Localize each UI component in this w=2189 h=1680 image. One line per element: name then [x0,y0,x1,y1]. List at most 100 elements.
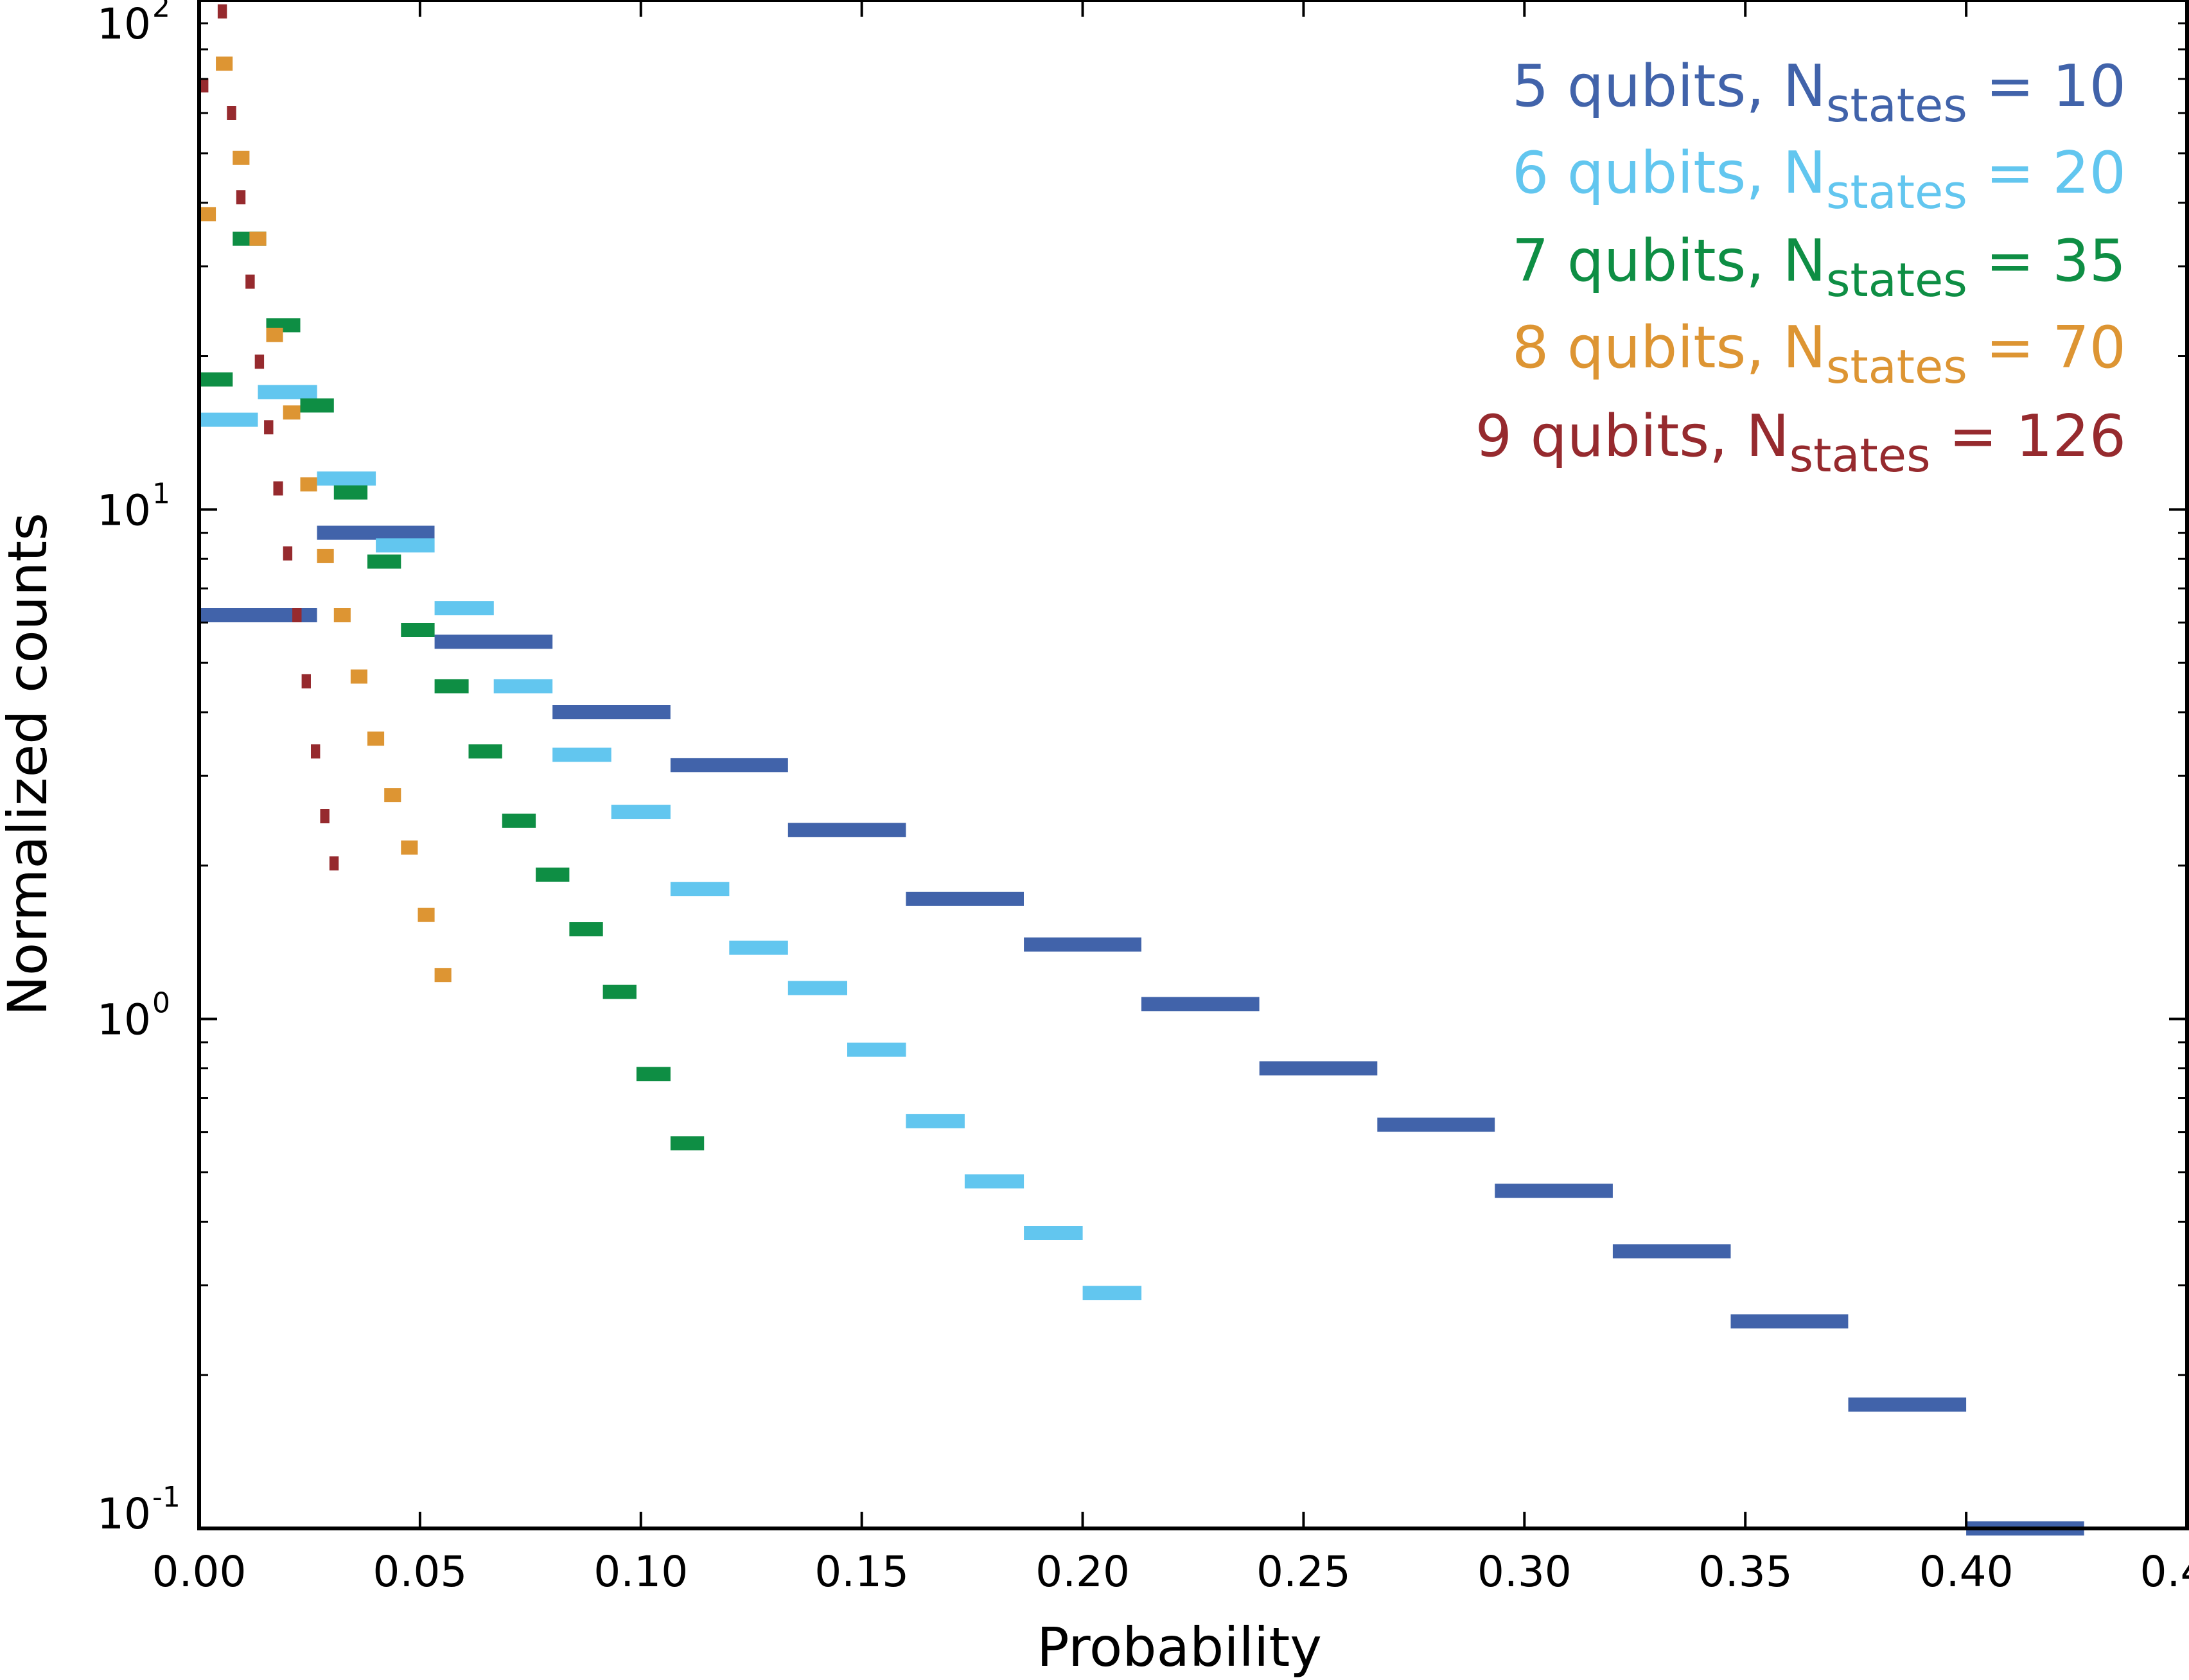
series-4-bin-13 [401,840,418,855]
series-5-bin-13 [320,809,330,823]
series-5-bin-4 [236,190,246,205]
series-4 [199,57,452,983]
legend-entry-4: 8 qubits, Nstates = 70 [1512,314,2126,394]
x-tick-label: 0.20 [1035,1547,1130,1597]
legend-value: = 20 [1967,139,2126,207]
series-3-bin-6 [367,554,401,569]
series-4-bin-2 [216,57,233,71]
series-1-bin-3 [434,634,553,649]
x-tick-label: 0.00 [152,1547,247,1597]
y-axis-title: Normalized counts [0,512,59,1016]
series-5-bin-1 [199,78,209,92]
series-3-bin-12 [569,922,603,936]
legend-entry-5: 9 qubits, Nstates = 126 [1475,403,2126,482]
series-2-bin-7 [552,748,611,762]
series-4-bin-8 [317,548,334,563]
series-4-bin-14 [418,907,435,922]
series-3-bin-15 [670,1136,705,1151]
legend-label: 9 qubits, N [1475,403,1789,470]
series-5-bin-7 [264,420,274,435]
x-tick-label: 0.25 [1256,1547,1351,1597]
axis-ticks [198,0,2188,1530]
series-2-bin-13 [906,1114,965,1128]
y-tick-exponent: 2 [152,0,170,24]
legend-subscript: states [1826,253,1967,307]
series-5-bin-5 [245,274,255,289]
series-5-bin-8 [273,481,283,496]
series-2-bin-4 [376,538,435,553]
x-tick-label: 0.35 [1698,1547,1793,1597]
series-5-bin-3 [227,106,236,120]
legend-entry-2: 6 qubits, Nstates = 20 [1512,139,2126,219]
legend-label: 5 qubits, N [1512,53,1826,120]
x-axis-title: Probability [1037,1616,1322,1679]
series-4-bin-5 [266,328,283,342]
series-5-bin-10 [292,608,302,622]
series-3-bin-13 [602,984,637,999]
x-tick-label: 0.05 [373,1547,467,1597]
series-3-bin-8 [434,679,469,694]
series-3-bin-10 [502,813,536,828]
y-tick-label: 10 [97,1489,151,1539]
legend-label: 8 qubits, N [1512,314,1826,381]
series-2-bin-6 [493,679,553,694]
legend-subscript: states [1826,165,1967,219]
series-2-bin-8 [611,805,671,819]
y-tick-exponent: 0 [152,987,170,1020]
legend-value: = 10 [1967,53,2126,120]
legend-entry-1: 5 qubits, Nstates = 10 [1512,53,2126,132]
series-1-bin-14 [1730,1314,1849,1329]
series-4-bin-6 [283,405,301,420]
y-tick-label: 10 [97,486,151,535]
legend-label: 6 qubits, N [1512,139,1826,207]
series-2-bin-16 [1082,1286,1142,1300]
series-3-bin-1 [199,372,233,387]
series-3 [199,231,705,1151]
x-tick-label: 0.10 [593,1547,688,1597]
series-4-bin-9 [333,608,351,622]
series-5 [199,4,339,871]
y-tick-exponent: -1 [152,1481,180,1514]
series-2-bin-12 [847,1042,906,1057]
series-2-bin-11 [787,981,847,995]
series-5-bin-14 [329,856,339,871]
series-4-bin-4 [249,231,267,246]
series-1 [199,525,2084,1536]
series-1-bin-5 [670,758,788,773]
series-4-bin-11 [367,731,385,746]
series-3-bin-14 [636,1067,671,1081]
legend-subscript: states [1826,340,1967,394]
x-tick-label: 0.15 [814,1547,909,1597]
series-4-bin-15 [434,968,452,983]
y-tick-exponent: 1 [152,477,170,510]
series-5-bin-2 [217,4,227,19]
legend-subscript: states [1789,428,1931,482]
x-tick-label: 0.40 [1919,1547,2014,1597]
legend-value: = 70 [1967,314,2126,381]
series-3-bin-5 [333,485,368,500]
plot-marks [199,4,2084,1536]
y-tick-label: 10 [97,995,151,1045]
x-tick-label: 0.30 [1477,1547,1572,1597]
series-1-bin-15 [1848,1397,1967,1412]
series-1-bin-2 [317,525,435,540]
series-4-bin-10 [350,669,367,684]
series-1-bin-1 [199,608,317,622]
x-tick-label: 0.45 [2140,1547,2189,1597]
series-4-bin-3 [233,150,250,165]
series-2-bin-10 [729,940,788,955]
legend-entry-3: 7 qubits, Nstates = 35 [1512,227,2126,307]
series-1-bin-7 [906,891,1024,906]
plot-frame [197,0,2189,1530]
series-1-bin-4 [552,705,671,719]
tick-labels: 0.00 0.05 0.10 0.15 0.20 0.25 0.30 0.35 0.40 0.45… [97,0,2189,1597]
series-1-bin-6 [787,823,906,837]
series-4-bin-1 [199,207,216,222]
series-5-bin-11 [301,674,311,688]
series-2-bin-2 [258,385,317,399]
series-1-bin-11 [1377,1117,1495,1132]
series-4-bin-7 [300,477,317,492]
series-4-bin-12 [384,788,401,803]
series-2-bin-14 [964,1174,1024,1189]
